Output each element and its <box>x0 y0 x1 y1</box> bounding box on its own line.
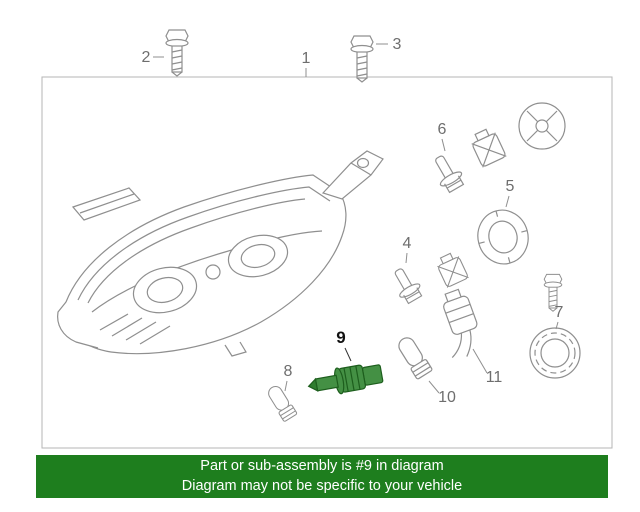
banner-line-1: Part or sub-assembly is #9 in diagram <box>200 457 444 474</box>
part-label-10[interactable]: 10 <box>438 389 456 406</box>
banner-line-2: Diagram may not be specific to your vehi… <box>181 477 463 494</box>
diagram-border <box>41 76 613 449</box>
part-label-8[interactable]: 8 <box>284 363 293 380</box>
part-label-5[interactable]: 5 <box>506 178 515 195</box>
part-1-headlamp-assembly[interactable] <box>57 150 384 357</box>
part-8-bulb[interactable] <box>264 382 298 423</box>
part-label-4[interactable]: 4 <box>403 235 412 252</box>
leader-lines <box>153 43 559 394</box>
part-label-11[interactable]: 11 <box>486 369 503 386</box>
part-4-bulb[interactable] <box>387 263 426 306</box>
bulb-socket-connector[interactable] <box>468 125 507 168</box>
part-label-9-selected[interactable]: 9 <box>336 328 345 347</box>
part-9-bulb-highlighted[interactable] <box>306 361 384 399</box>
part-10-bulb[interactable] <box>394 333 434 381</box>
part-label-3[interactable]: 3 <box>393 36 402 53</box>
round-socket-cap[interactable] <box>518 102 566 150</box>
bulb-socket-connector-2[interactable] <box>434 250 470 289</box>
part-label-7[interactable]: 7 <box>555 304 564 321</box>
part-3-bolt[interactable] <box>350 35 374 83</box>
part-5-retaining-ring[interactable] <box>472 204 534 269</box>
part-11-bulb-socket[interactable] <box>431 287 486 361</box>
part-2-bolt[interactable] <box>165 29 189 77</box>
part-label-2[interactable]: 2 <box>142 49 151 66</box>
part-label-1[interactable]: 1 <box>302 50 311 67</box>
part-7-cap[interactable] <box>529 327 581 379</box>
highlight-banner: Part or sub-assembly is #9 in diagram Di… <box>36 455 608 498</box>
part-6-bulb[interactable] <box>427 150 468 196</box>
parts-diagram: 1 2 3 4 5 6 7 8 9 10 11 <box>41 29 613 449</box>
part-label-6[interactable]: 6 <box>438 121 447 138</box>
